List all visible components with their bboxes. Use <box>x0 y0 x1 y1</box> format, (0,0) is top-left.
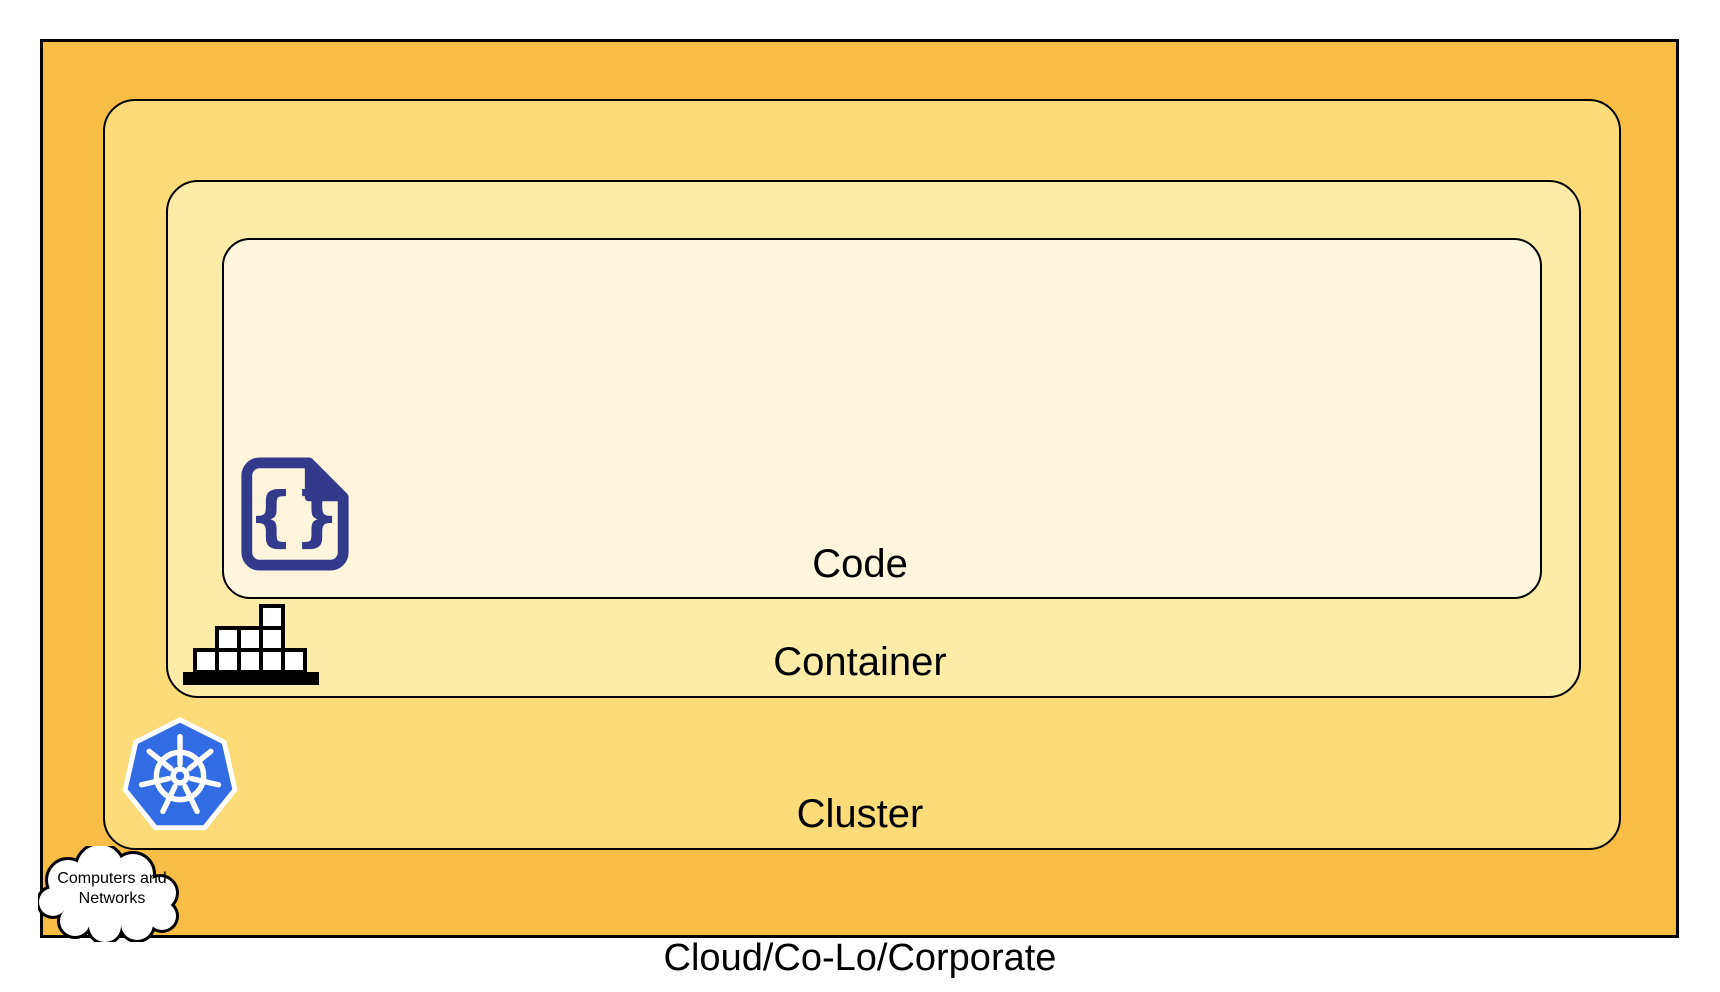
kubernetes-icon <box>122 717 238 831</box>
code-file-icon: {} <box>241 457 349 571</box>
cloud-callout-line1: Computers and <box>57 870 167 887</box>
datacenter-label-line1: Cloud/Co-Lo/Corporate <box>663 937 1057 979</box>
cloud-callout-label: Computers and Networks <box>38 869 186 909</box>
cloud-callout-line2: Networks <box>78 890 146 907</box>
cloud-icon <box>38 846 179 942</box>
code-layer-box <box>222 238 1542 599</box>
container-layer-label: Container <box>773 640 947 684</box>
svg-text:{}: {} <box>248 480 340 555</box>
container-blocks-icon <box>183 604 319 685</box>
datacenter-layer-label: Cloud/Co-Lo/Corporate Datacenter <box>0 861 1720 992</box>
code-layer-label: Code <box>812 542 908 586</box>
cluster-layer-label: Cluster <box>796 792 924 836</box>
